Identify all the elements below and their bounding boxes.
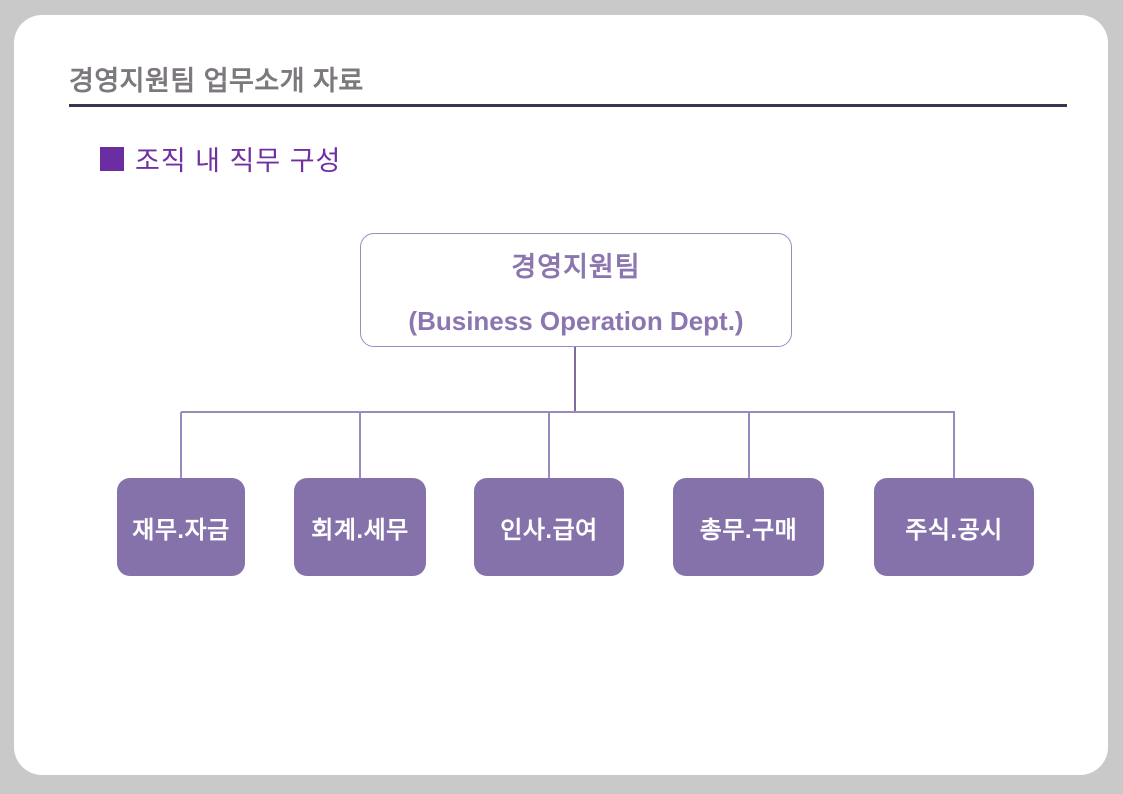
org-root-box: 경영지원팀 (Business Operation Dept.) xyxy=(360,233,792,347)
connector-drop-4 xyxy=(748,412,750,478)
child-box-hr-payroll: 인사.급여 xyxy=(474,478,624,576)
connector-drop-2 xyxy=(359,412,361,478)
connector-drop-5 xyxy=(953,412,955,478)
slide-panel: 경영지원팀 업무소개 자료 조직 내 직무 구성 경영지원팀 (Business… xyxy=(14,15,1108,775)
child-box-stock-disclosure: 주식.공시 xyxy=(874,478,1034,576)
child-box-finance-funds: 재무.자금 xyxy=(117,478,245,576)
connector-horizontal xyxy=(181,411,955,413)
section-heading-label: 조직 내 직무 구성 xyxy=(135,146,342,176)
connector-drop-3 xyxy=(548,412,550,478)
section-heading: 조직 내 직무 구성 xyxy=(100,139,341,178)
child-box-general-affairs-purchasing: 총무.구매 xyxy=(673,478,824,576)
slide-title: 경영지원팀 업무소개 자료 xyxy=(69,66,364,96)
square-bullet-icon xyxy=(100,146,124,171)
connector-stem xyxy=(574,347,576,412)
child-box-accounting-tax: 회계.세무 xyxy=(294,478,426,576)
org-root-name-korean: 경영지원팀 xyxy=(511,252,641,282)
title-underline xyxy=(69,104,1067,107)
connector-drop-1 xyxy=(180,412,182,478)
org-root-name-english: (Business Operation Dept.) xyxy=(408,306,744,336)
